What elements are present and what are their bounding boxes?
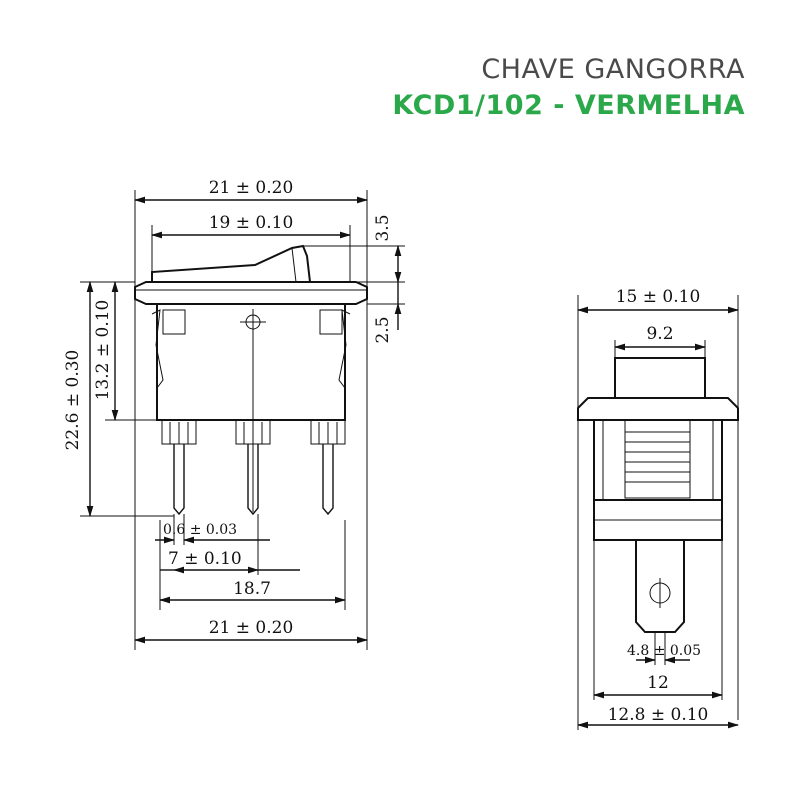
dim-side-top-width: 15 ± 0.10 xyxy=(616,287,701,307)
dim-flange-height: 2.5 xyxy=(373,316,393,343)
dim-bottom-width: 21 ± 0.20 xyxy=(209,618,294,638)
dim-side-body-width: 12 xyxy=(647,673,669,693)
dim-terminal-span: 18.7 xyxy=(233,579,271,599)
side-flange xyxy=(577,397,739,421)
dim-rocker-height: 3.5 xyxy=(373,214,393,241)
front-terminal-bases xyxy=(161,419,346,445)
dim-terminal-pitch: 7 ± 0.10 xyxy=(168,549,242,569)
dim-total-height: 22.6 ± 0.30 xyxy=(63,350,83,451)
product-model: KCD1/102 - VERMELHA xyxy=(392,90,745,121)
dim-side-terminal-width: 4.8 ± 0.05 xyxy=(627,643,701,659)
side-rocker xyxy=(614,357,706,399)
product-title: CHAVE GANGORRA xyxy=(481,54,745,85)
dim-terminal-width: 0.6 ± 0.03 xyxy=(163,522,237,538)
side-terminal xyxy=(635,540,685,633)
dim-body-height: 13.2 ± 0.10 xyxy=(93,300,113,401)
front-view: 21 ± 0.20 19 ± 0.10 3.5 2.5 22.6 ± 0.30 … xyxy=(63,178,405,650)
front-flange xyxy=(134,281,368,305)
dim-side-rocker-width: 9.2 xyxy=(646,324,673,344)
dim-top-width-outer: 21 ± 0.20 xyxy=(209,178,294,198)
side-view: 15 ± 0.10 9.2 4.8 ± 0.05 12 12.8 ± 0.10 xyxy=(576,287,740,730)
front-terminal-pins xyxy=(173,444,334,516)
dim-top-width-inner: 19 ± 0.10 xyxy=(209,213,294,233)
title-block: CHAVE GANGORRA KCD1/102 - VERMELHA xyxy=(392,52,745,124)
dim-side-bottom-width: 12.8 ± 0.10 xyxy=(608,705,709,725)
front-rocker xyxy=(151,244,311,283)
